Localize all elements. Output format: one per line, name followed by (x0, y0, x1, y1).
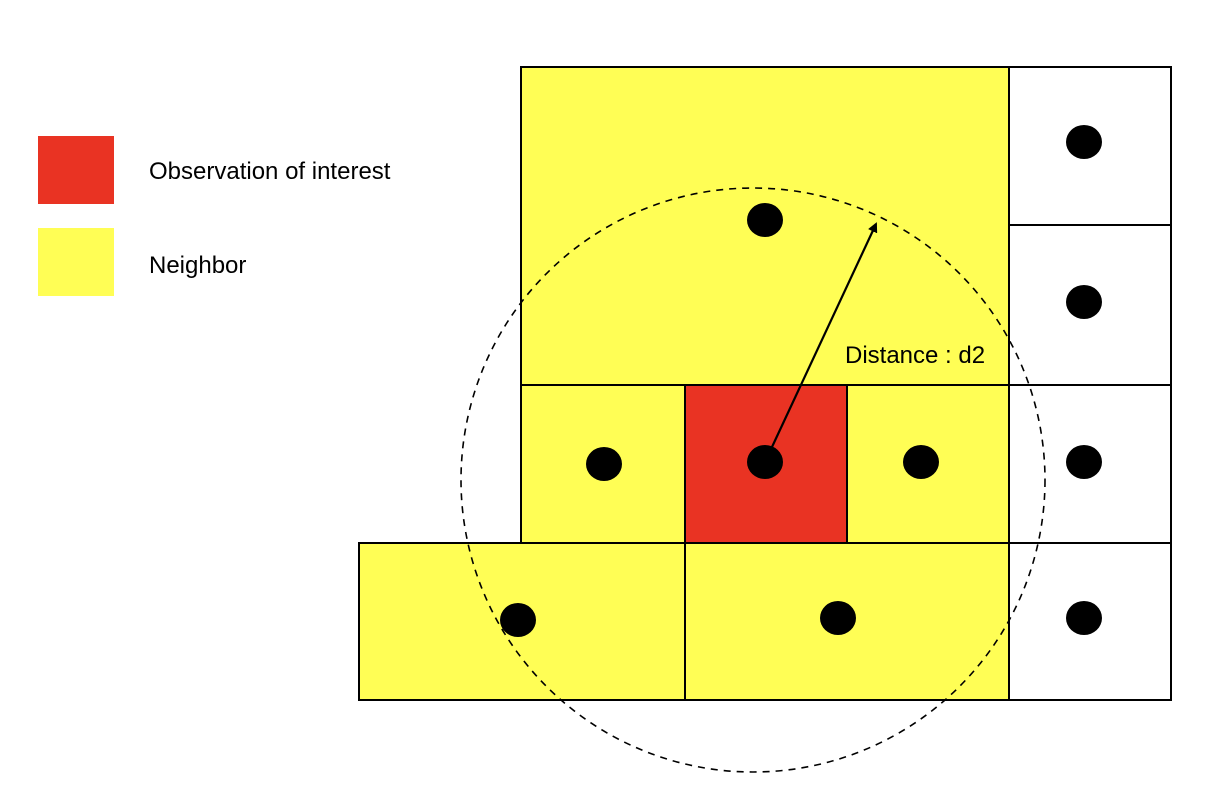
observation-point (1066, 445, 1102, 479)
points-layer (500, 125, 1102, 637)
observation-point (586, 447, 622, 481)
distance-arrow (764, 222, 878, 463)
observation-point (1066, 601, 1102, 635)
legend-swatch-observation-of-interest (38, 136, 114, 204)
legend-label-observation-of-interest: Observation of interest (149, 158, 391, 185)
observation-point (747, 203, 783, 237)
observation-point (820, 601, 856, 635)
observation-point (1066, 285, 1102, 319)
legend-swatch-neighbor (38, 228, 114, 296)
observation-point (500, 603, 536, 637)
distance-label: Distance : d2 (845, 342, 986, 369)
observation-point (903, 445, 939, 479)
observation-point (1066, 125, 1102, 159)
distance-radius-circle (460, 187, 1046, 773)
cells-layer (358, 66, 1172, 701)
legend-label-neighbor: Neighbor (149, 252, 247, 279)
